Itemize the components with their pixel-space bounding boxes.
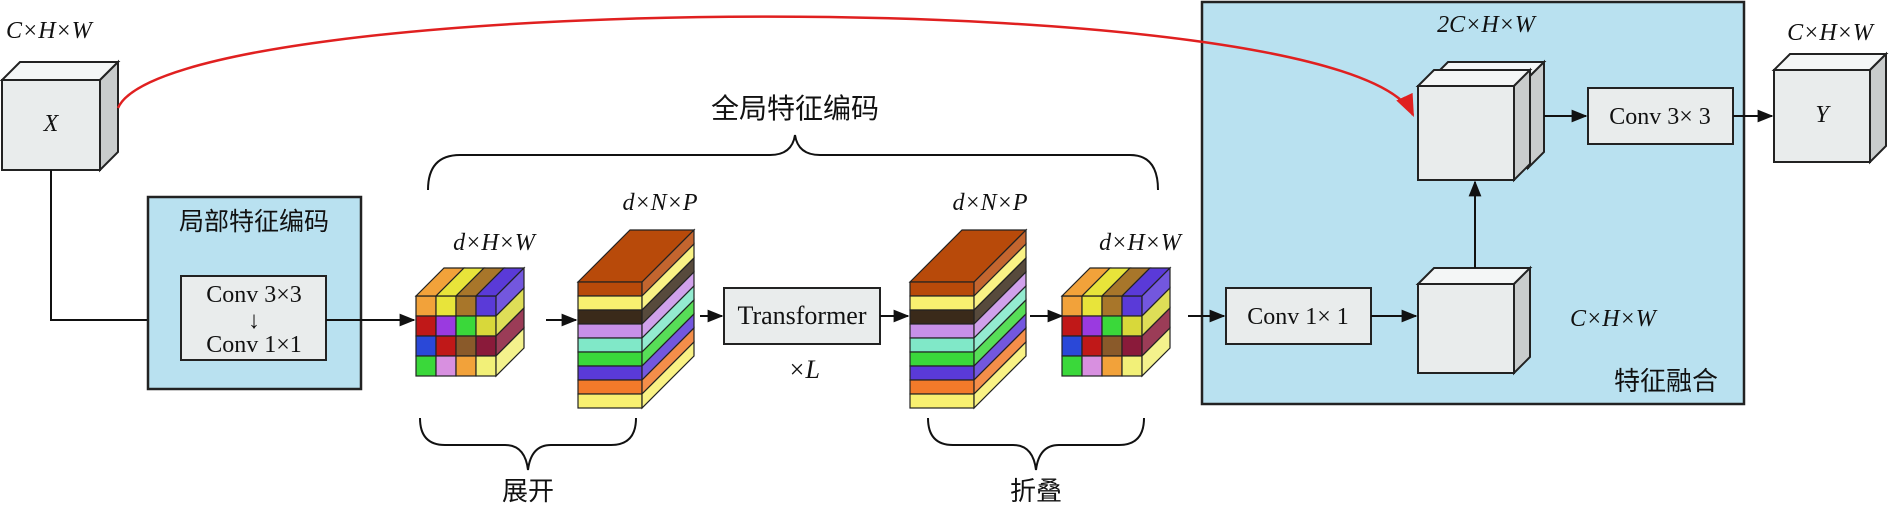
stack-layer [909,351,975,367]
fold-label: 折叠 [1010,477,1062,507]
grid-cell [1101,315,1123,337]
grid-cell [435,335,457,357]
grid-cell [455,355,477,377]
unfold-label: 展开 [502,477,554,507]
grid-cell [1121,355,1143,377]
stack-layer [909,365,975,381]
stack-layer [577,281,643,297]
fusion-concat-cube [1415,59,1547,183]
grid-cell [1121,315,1143,337]
stack-layer [577,365,643,381]
grid-cell [1101,335,1123,357]
stack-layer [577,323,643,339]
output-name: Y [1815,102,1831,128]
input-dim-label: C×H×W [6,18,94,44]
conv1x1-label: Conv 1× 1 [1247,304,1349,330]
local-conv-3x3: Conv 3×3 [206,282,302,308]
grid-cell [1081,355,1103,377]
transformer-repeat: ×L [788,355,820,384]
local-conv-1x1: Conv 1×1 [206,332,302,358]
local-conv-arrow: ↓ [248,308,260,334]
stack-layer [577,337,643,353]
grid-cell [1121,295,1143,317]
stack-layer [909,295,975,311]
grid-cell [1101,355,1123,377]
grid-side-cell [495,326,525,378]
grid-cell [1061,355,1083,377]
stack-layer [909,393,975,409]
layer-stack-fold-input [908,228,1028,410]
stack-layer [577,309,643,325]
fold-brace [927,417,1145,471]
stack-layer-side [973,340,1027,410]
grid-cell [415,315,437,337]
stack-layer [909,379,975,395]
stack-layer [909,309,975,325]
stack-1-dim: d×N×P [622,190,697,216]
input-name: X [43,111,60,137]
output-cube: Y [1771,51,1889,165]
grid-cube-unfold-input [414,266,526,378]
local-encoding-title: 局部特征编码 [179,207,329,236]
fusion-lower-cube [1415,265,1533,376]
grid-side-cell [1141,326,1171,378]
stack-layer-side [641,340,695,410]
grid-cell [475,315,497,337]
grid-cell [1081,335,1103,357]
stack-layer [909,281,975,297]
fusion-mid-dim: C×H×W [1570,306,1658,332]
stack-layer [909,337,975,353]
conv3x3-box [1587,87,1734,145]
grid-cube-2-dim: d×H×W [1099,230,1183,256]
input-cube: X [0,59,121,173]
global-encoding-title: 全局特征编码 [711,92,879,125]
grid-cell [1061,335,1083,357]
output-dim-label: C×H×W [1787,20,1875,46]
stack-layer [909,323,975,339]
grid-cell [1101,295,1123,317]
local-conv-box [180,275,327,361]
input-to-local-arrow [50,170,182,327]
grid-cell [415,355,437,377]
grid-cell [415,295,437,317]
layer-stack-unfold-output [576,228,696,410]
grid-cell [1081,315,1103,337]
grid-cell [435,355,457,377]
skip-connection-arrow [116,15,1415,118]
stack-2-dim: d×N×P [952,190,1027,216]
grid-cube-1-dim: d×H×W [453,230,537,256]
grid-cell [475,355,497,377]
stack-layer [577,295,643,311]
grid-cell [435,315,457,337]
grid-cell [1121,335,1143,357]
grid-cell [1061,295,1083,317]
grid-cell [475,335,497,357]
grid-cube-fold-output [1060,266,1172,378]
grid-cell [435,295,457,317]
grid-cell [455,335,477,357]
conv3x3-label: Conv 3× 3 [1609,104,1711,130]
stack-layer [577,379,643,395]
fusion-concat-dim: 2C×H×W [1437,12,1537,38]
stack-layer [577,351,643,367]
grid-cell [1081,295,1103,317]
grid-cell [455,315,477,337]
unfold-brace [419,417,637,471]
conv1x1-box [1225,287,1372,345]
grid-cell [455,295,477,317]
grid-cell [475,295,497,317]
transformer-label: Transformer [737,301,866,330]
grid-cell [415,335,437,357]
stack-layer [577,393,643,409]
fusion-title: 特征融合 [1614,367,1718,397]
global-brace [427,134,1159,191]
grid-cell [1061,315,1083,337]
transformer-box [723,287,881,345]
